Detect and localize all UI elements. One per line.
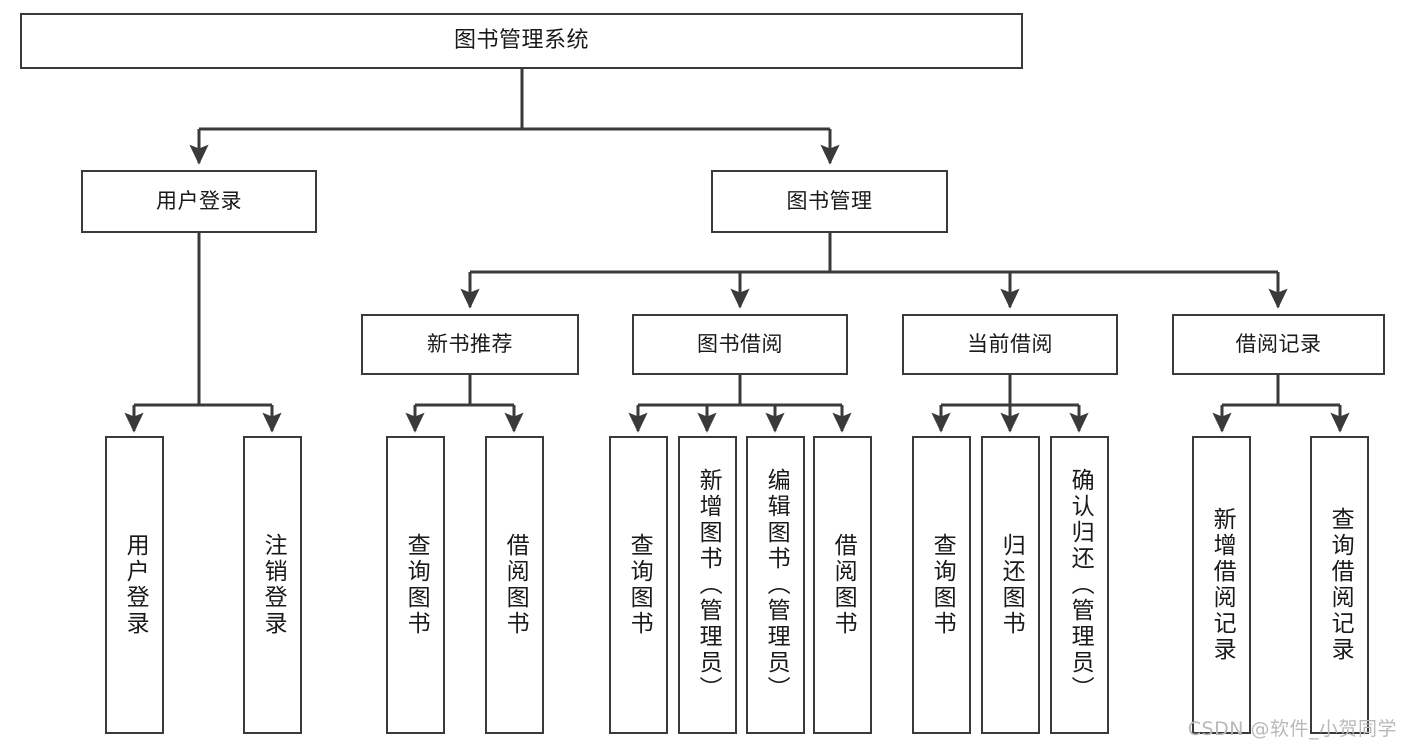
- node-label: 查询图书: [626, 533, 653, 637]
- node-label: 注销登录: [260, 533, 287, 637]
- node-label: 确认归还（管理员）: [1067, 468, 1094, 702]
- node-book-borrow[interactable]: 图书借阅: [632, 314, 848, 375]
- leaf-new-book-query[interactable]: 查询图书: [386, 436, 445, 734]
- node-current-borrow[interactable]: 当前借阅: [902, 314, 1118, 375]
- leaf-borrow-record-query[interactable]: 查询借阅记录: [1310, 436, 1369, 734]
- node-label: 查询图书: [403, 533, 430, 637]
- csdn-watermark: CSDN @软件_小贺同学: [1187, 718, 1397, 740]
- leaf-new-book-borrow[interactable]: 借阅图书: [485, 436, 544, 734]
- node-label: 查询借阅记录: [1327, 507, 1354, 663]
- node-root-system[interactable]: 图书管理系统: [20, 13, 1023, 69]
- leaf-current-borrow-query[interactable]: 查询图书: [912, 436, 971, 734]
- leaf-current-borrow-confirm-return[interactable]: 确认归还（管理员）: [1050, 436, 1109, 734]
- node-label: 借阅图书: [830, 533, 857, 637]
- node-label: 查询图书: [929, 533, 956, 637]
- node-book-management[interactable]: 图书管理: [711, 170, 948, 233]
- node-label: 新书推荐: [427, 332, 513, 357]
- node-label: 用户登录: [156, 189, 242, 214]
- node-label: 借阅记录: [1235, 332, 1322, 357]
- leaf-book-borrow-edit[interactable]: 编辑图书（管理员）: [746, 436, 805, 734]
- leaf-user-login-login[interactable]: 用户登录: [105, 436, 164, 734]
- node-user-login[interactable]: 用户登录: [81, 170, 317, 233]
- node-label: 借阅图书: [502, 533, 529, 637]
- node-label: 新增借阅记录: [1209, 507, 1236, 663]
- node-label: 编辑图书（管理员）: [763, 468, 790, 702]
- node-label: 图书管理系统: [453, 28, 589, 54]
- node-label: 图书借阅: [697, 332, 783, 357]
- node-label: 当前借阅: [967, 332, 1053, 357]
- leaf-book-borrow-query[interactable]: 查询图书: [609, 436, 668, 734]
- leaf-borrow-record-add[interactable]: 新增借阅记录: [1192, 436, 1251, 734]
- leaf-book-borrow-add[interactable]: 新增图书（管理员）: [678, 436, 737, 734]
- leaf-user-login-logout[interactable]: 注销登录: [243, 436, 302, 734]
- node-new-book-recommend[interactable]: 新书推荐: [361, 314, 579, 375]
- node-label: 归还图书: [998, 533, 1025, 637]
- leaf-current-borrow-return[interactable]: 归还图书: [981, 436, 1040, 734]
- leaf-book-borrow-borrow[interactable]: 借阅图书: [813, 436, 872, 734]
- node-label: 用户登录: [122, 533, 149, 637]
- node-label: 图书管理: [786, 189, 873, 214]
- node-label: 新增图书（管理员）: [695, 468, 722, 702]
- node-borrow-record[interactable]: 借阅记录: [1172, 314, 1385, 375]
